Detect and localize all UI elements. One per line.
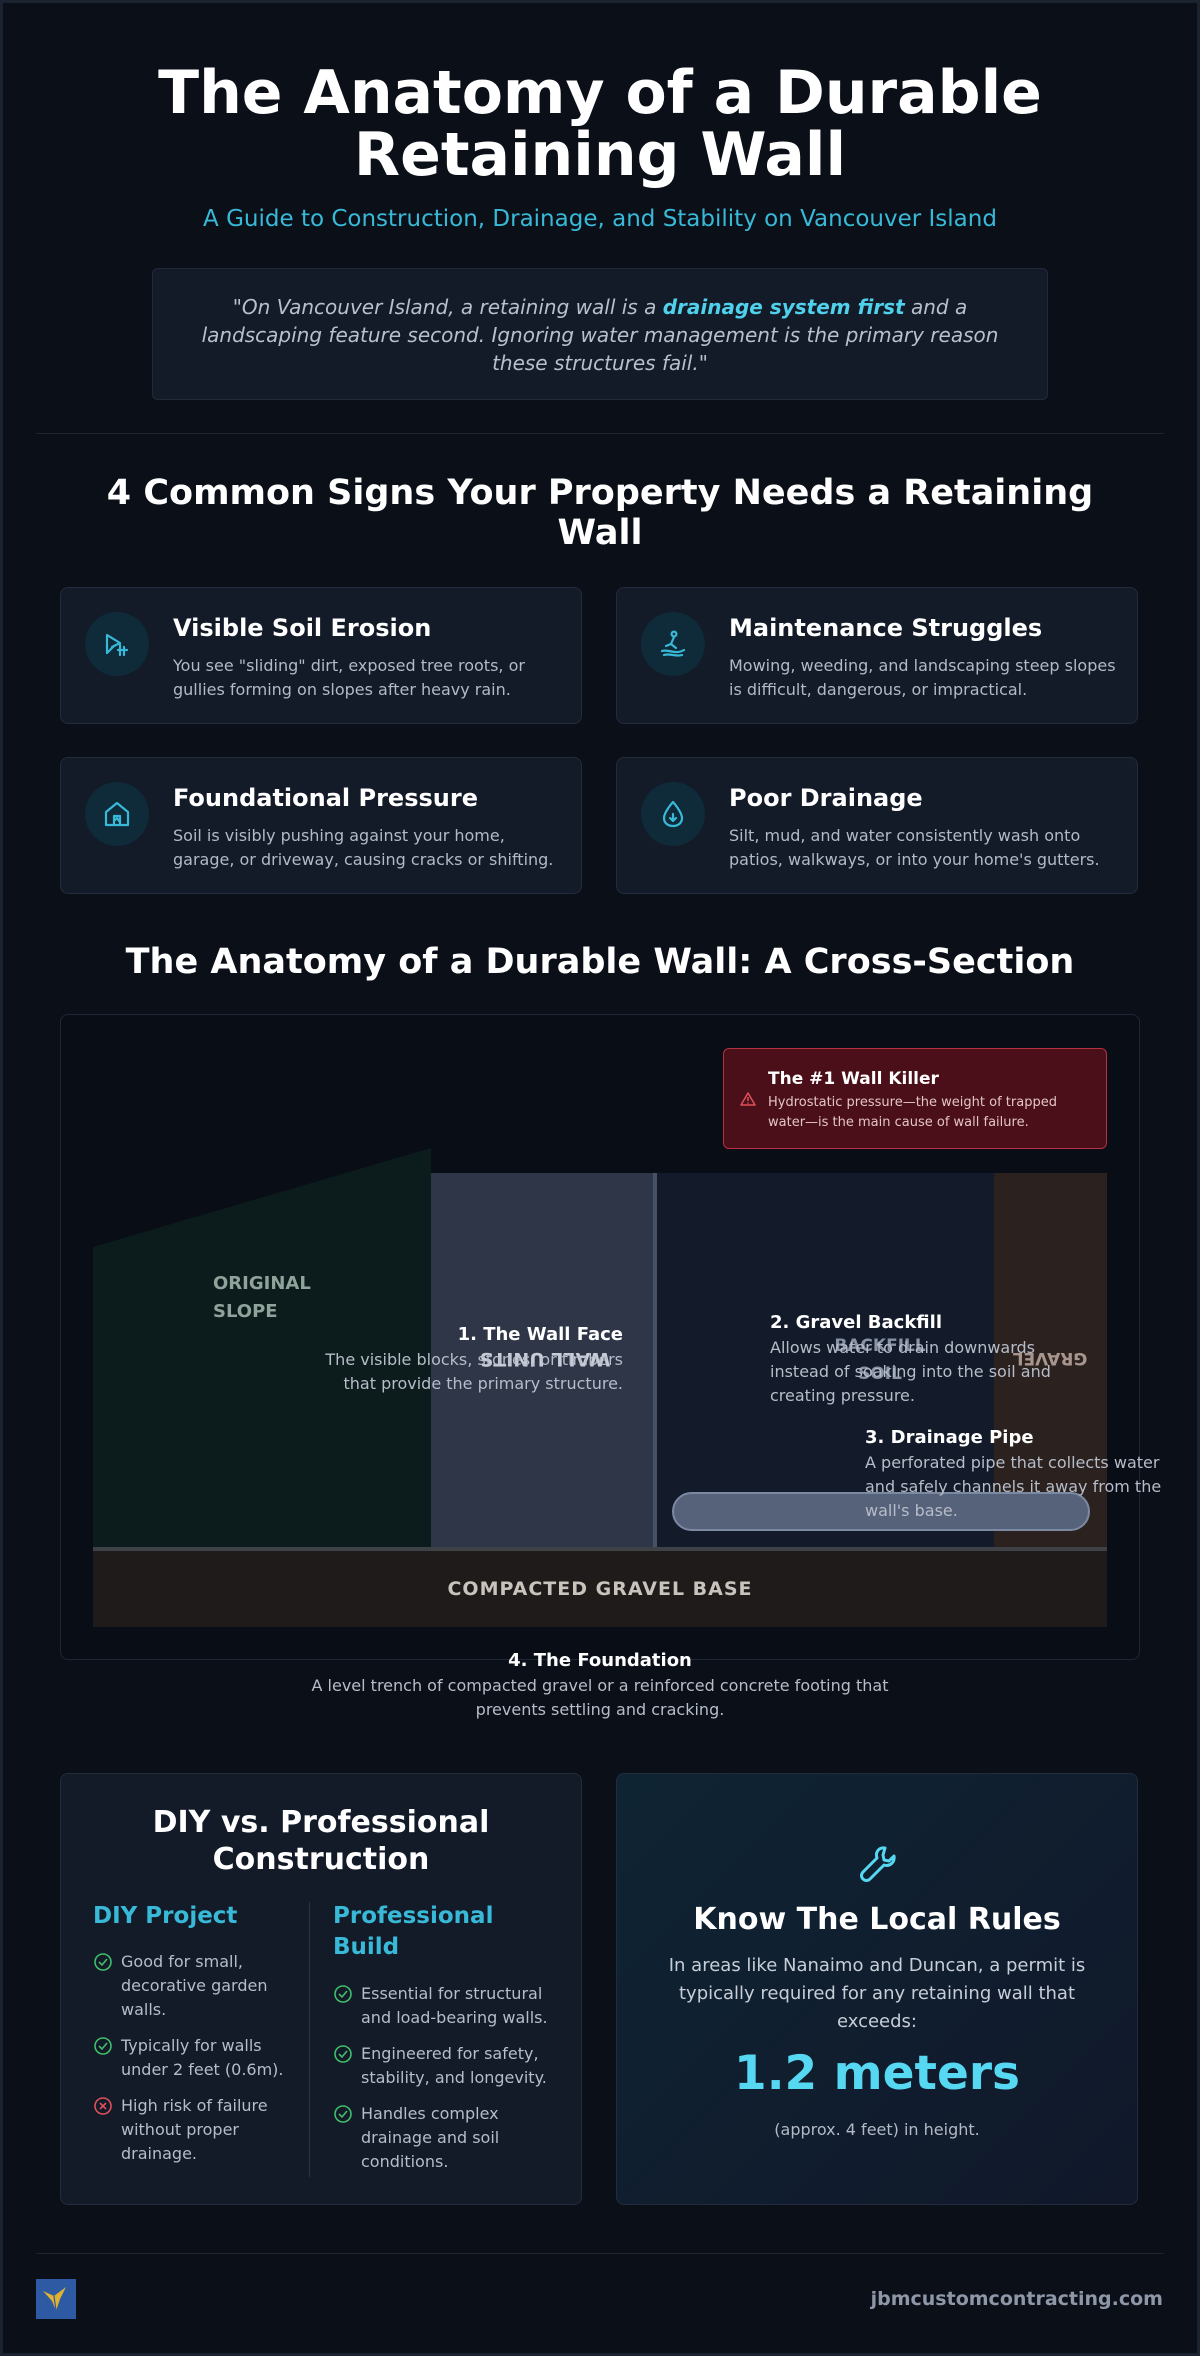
intro-quote: "On Vancouver Island, a retaining wall i… <box>152 268 1048 400</box>
warning-icon <box>740 1092 756 1106</box>
sign-text: Silt, mud, and water consistently wash o… <box>729 826 1100 869</box>
label-backfill-line-1: BACKFILL <box>834 1336 926 1356</box>
check-circle-icon <box>334 2105 352 2123</box>
rules-title: Know The Local Rules <box>693 1902 1061 1937</box>
compacted-gravel-base: COMPACTED GRAVEL BASE <box>93 1551 1107 1627</box>
signs-section-title: 4 Common Signs Your Property Needs a Ret… <box>106 473 1094 553</box>
check-circle-icon <box>334 1985 352 2003</box>
label-backfill-soil: BACKFILL SOIL <box>760 1332 1000 1388</box>
diy-item: Typically for walls under 2 feet (0.6m). <box>93 2034 293 2082</box>
item-text: Handles complex drainage and soil condit… <box>361 2104 500 2171</box>
cross-circle-icon <box>94 2097 112 2115</box>
title-line-1: The Anatomy of a Durable <box>158 58 1042 128</box>
callout-text: Hydrostatic pressure—the weight of trapp… <box>768 1095 1057 1130</box>
diy-vs-pro-card: DIY vs. Professional Construction DIY Pr… <box>60 1773 582 2205</box>
wall-killer-callout: The #1 Wall Killer Hydrostatic pressure—… <box>723 1048 1107 1149</box>
sign-card-erosion: Visible Soil Erosion You see "sliding" d… <box>60 587 582 724</box>
sign-card-maintenance: Maintenance Struggles Mowing, weeding, a… <box>616 587 1138 724</box>
permit-height-value: 1.2 meters <box>734 2046 1020 2101</box>
pro-item: Essential for structural and load-bearin… <box>333 1982 553 2030</box>
sign-text: Mowing, weeding, and landscaping steep s… <box>729 656 1116 699</box>
local-rules-card: Know The Local Rules In areas like Nanai… <box>616 1773 1138 2205</box>
footer-website-link[interactable]: jbmcustomcontracting.com <box>870 2288 1163 2310</box>
house-icon <box>85 782 149 846</box>
sign-title: Maintenance Struggles <box>729 614 1043 642</box>
gravel-zone <box>994 1173 1107 1548</box>
cross-section-title: The Anatomy of a Durable Wall: A Cross-S… <box>125 942 1075 982</box>
annotation-title: 2. Gravel Backfill <box>770 1312 942 1333</box>
item-text: High risk of failure without proper drai… <box>121 2096 268 2163</box>
backfill-soil-zone <box>657 1173 994 1548</box>
sign-title: Foundational Pressure <box>173 784 478 812</box>
page-title: The Anatomy of a Durable Retaining Wall <box>0 62 1200 186</box>
drop-icon <box>641 782 705 846</box>
diy-item: High risk of failure without proper drai… <box>93 2094 293 2166</box>
wall-membrane <box>653 1173 657 1548</box>
page-subtitle: A Guide to Construction, Drainage, and S… <box>203 206 997 232</box>
diy-column-heading: DIY Project <box>93 1903 238 1929</box>
label-slope-line-1: ORIGINAL <box>213 1273 311 1294</box>
base-line <box>93 1547 1107 1551</box>
drainage-pipe <box>672 1492 1090 1531</box>
annotation-text: A perforated pipe that collects water an… <box>865 1453 1162 1520</box>
title-line-2: Retaining Wall <box>353 120 847 190</box>
annotation-text: The visible blocks, stones, or timbers t… <box>325 1350 623 1393</box>
annotation-title: 1. The Wall Face <box>457 1324 623 1345</box>
check-circle-icon <box>94 2037 112 2055</box>
pro-item: Engineered for safety, stability, and lo… <box>333 2042 553 2090</box>
annotation-title: 4. The Foundation <box>508 1650 692 1671</box>
footer-divider <box>36 2253 1164 2254</box>
annotation-drainage-pipe: 3. Drainage Pipe A perforated pipe that … <box>865 1425 1165 1523</box>
sign-card-foundational: Foundational Pressure Soil is visibly pu… <box>60 757 582 894</box>
pro-column-heading: Professional Build <box>333 1903 494 1960</box>
section-divider <box>36 433 1164 434</box>
sign-card-drainage: Poor Drainage Silt, mud, and water consi… <box>616 757 1138 894</box>
sign-text: You see "sliding" dirt, exposed tree roo… <box>173 656 525 699</box>
check-circle-icon <box>94 1953 112 1971</box>
label-slope-line-2: SLOPE <box>213 1301 278 1322</box>
item-text: Engineered for safety, stability, and lo… <box>361 2044 547 2087</box>
item-text: Good for small, decorative garden walls. <box>121 1952 268 2019</box>
annotation-gravel-backfill: 2. Gravel Backfill Allows water to drain… <box>770 1310 1070 1408</box>
callout-title: The #1 Wall Killer <box>768 1069 939 1089</box>
annotation-foundation: 4. The Foundation A level trench of comp… <box>300 1648 900 1722</box>
permit-height-note: (approx. 4 feet) in height. <box>774 2120 980 2139</box>
column-divider <box>309 1902 310 2177</box>
quote-highlight: drainage system first <box>662 295 905 319</box>
quote-before: "On Vancouver Island, a retaining wall i… <box>232 295 663 319</box>
item-text: Essential for structural and load-bearin… <box>361 1984 548 2027</box>
original-slope-shape <box>93 1148 431 1548</box>
wall-face-block <box>431 1173 654 1548</box>
company-logo[interactable] <box>36 2279 76 2319</box>
check-circle-icon <box>334 2045 352 2063</box>
annotation-text: Allows water to drain downwards instead … <box>770 1338 1051 1405</box>
mowing-icon <box>641 612 705 676</box>
annotation-wall-face: 1. The Wall Face The visible blocks, sto… <box>300 1322 623 1396</box>
sign-text: Soil is visibly pushing against your hom… <box>173 826 554 869</box>
diy-item: Good for small, decorative garden walls. <box>93 1950 293 2022</box>
sign-title: Poor Drainage <box>729 784 923 812</box>
erosion-icon <box>85 612 149 676</box>
comparison-title: DIY vs. Professional Construction <box>152 1805 490 1877</box>
label-original-slope: ORIGINAL SLOPE <box>213 1270 311 1326</box>
item-text: Typically for walls under 2 feet (0.6m). <box>121 2036 284 2079</box>
bird-logo-icon <box>43 2287 66 2312</box>
label-backfill-line-2: SOIL <box>858 1364 902 1384</box>
annotation-text: A level trench of compacted gravel or a … <box>311 1676 889 1719</box>
annotation-title: 3. Drainage Pipe <box>865 1427 1034 1448</box>
sign-title: Visible Soil Erosion <box>173 614 432 642</box>
pro-item: Handles complex drainage and soil condit… <box>333 2102 553 2174</box>
wrench-icon <box>860 1846 896 1882</box>
quote-after: and a landscaping feature second. Ignori… <box>201 295 999 375</box>
rules-text: In areas like Nanaimo and Duncan, a perm… <box>668 1955 1086 2032</box>
